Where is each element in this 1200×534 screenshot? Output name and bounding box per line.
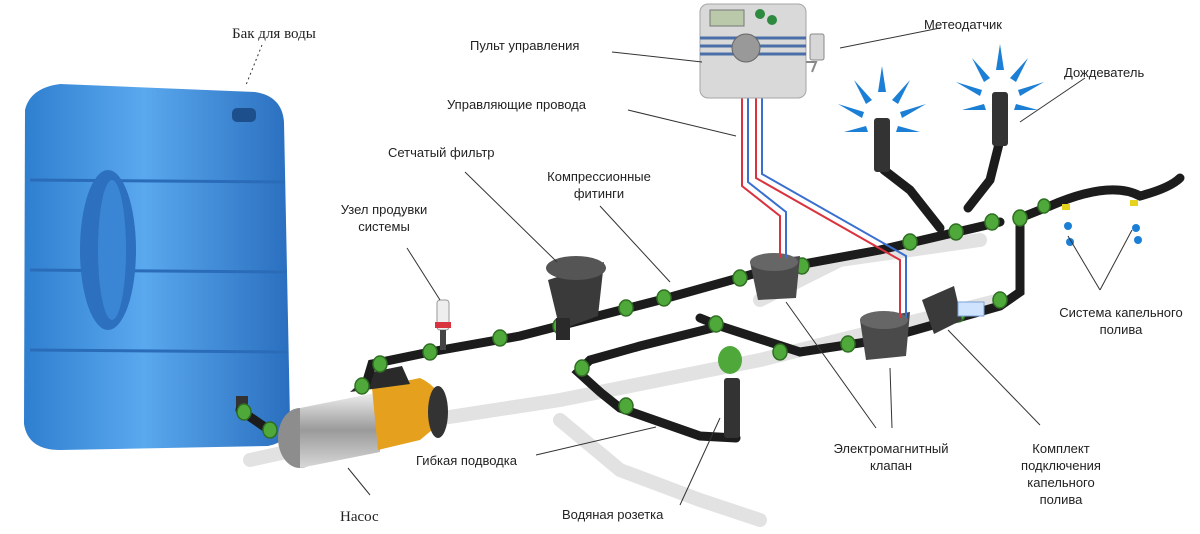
drip-system-label-line-2: полива (1099, 322, 1143, 337)
water-tank (24, 84, 290, 450)
drip-kit-label-line-2: подключения (1021, 458, 1101, 473)
valve-label-line-1: Электромагнитный (833, 441, 949, 456)
pump-label: Насос (340, 509, 379, 525)
control-wires (741, 96, 907, 318)
drip-system-label-line-1: Система капельного (1059, 305, 1183, 320)
drip-kit-label: Комплект подключения капельного полива (1006, 440, 1116, 508)
water-outlet-label: Водяная розетка (562, 507, 664, 522)
purge-label-line-1: Узел продувки (340, 202, 428, 217)
solenoid-valve-1 (750, 253, 800, 300)
mesh-filter (546, 256, 606, 340)
controller (699, 3, 807, 99)
valve-label-line-2: клапан (869, 458, 913, 473)
rain-sensor-label: Метеодатчик (924, 17, 1002, 32)
sprinkler-1 (874, 118, 890, 172)
control-panel-label: Пульт управления (470, 38, 580, 53)
fittings-label-line-1: Компрессионные (547, 169, 651, 184)
filter-label: Сетчатый фильтр (388, 145, 495, 160)
purge-valve (435, 299, 451, 350)
purge-label-line-2: системы (358, 219, 410, 234)
drip-drops (1062, 200, 1142, 246)
sprinkler-label: Дождеватель (1064, 65, 1145, 80)
drip-kit-label-line-1: Комплект (1032, 441, 1090, 456)
drip-system-label: Система капельного полива (1046, 304, 1196, 338)
purge-label: Узел продувки системы (328, 201, 440, 235)
drip-kit-label-line-4: полива (1039, 492, 1083, 507)
rain-sensor (806, 33, 825, 73)
sprinkler-2 (992, 92, 1008, 146)
solenoid-valve-2 (860, 311, 910, 360)
water-outlet (718, 346, 742, 438)
leader-lines (245, 27, 1133, 506)
valve-label: Электромагнитный клапан (826, 440, 956, 474)
flex-hose-label: Гибкая подводка (416, 453, 517, 468)
wires-label: Управляющие провода (447, 97, 586, 112)
fittings-label-line-2: фитинги (573, 186, 625, 201)
tank-label: Бак для воды (232, 26, 316, 42)
drip-filter (922, 286, 985, 334)
sprinkler-spray (838, 44, 1044, 132)
fittings-label: Компрессионные фитинги (534, 168, 664, 202)
drip-kit-label-line-3: капельного (1027, 475, 1095, 490)
